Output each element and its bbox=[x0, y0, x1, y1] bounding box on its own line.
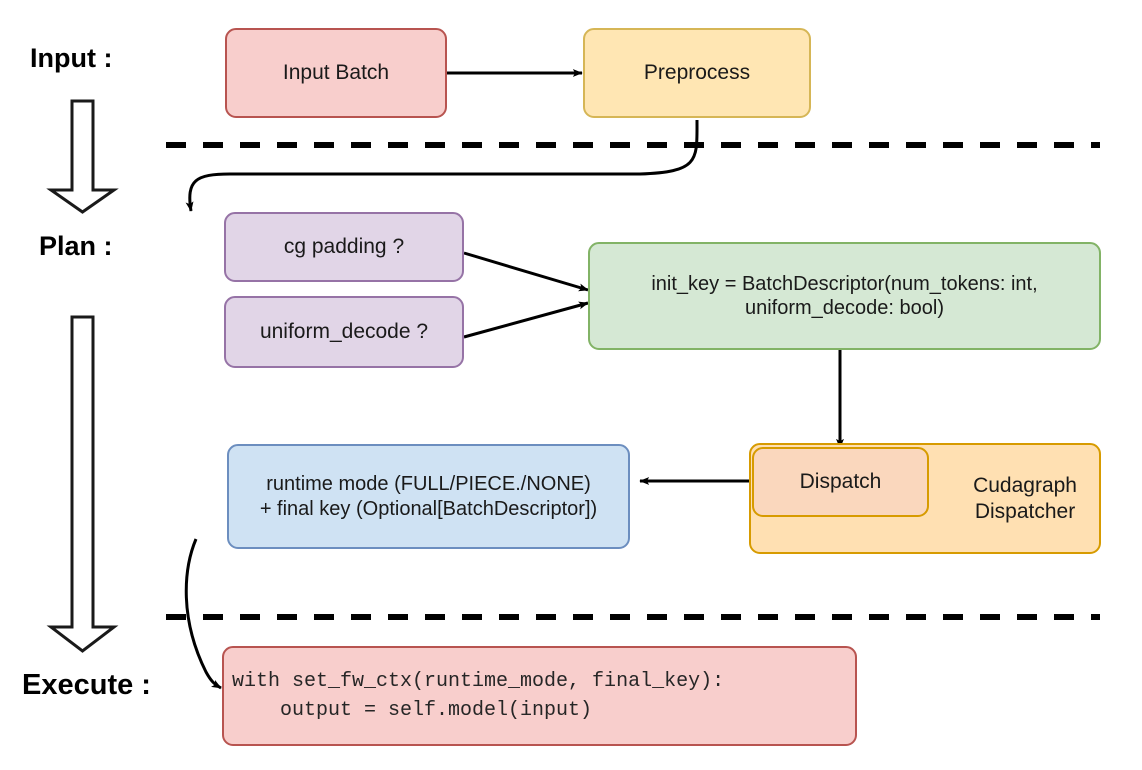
node-execute-code[interactable]: with set_fw_ctx(runtime_mode, final_key)… bbox=[222, 646, 857, 746]
stage-label-input: Input : bbox=[30, 43, 113, 73]
node-dispatch-label: Dispatch bbox=[799, 470, 882, 494]
node-preprocess-label: Preprocess bbox=[643, 61, 751, 85]
stage-arrow-input-to-plan bbox=[46, 99, 119, 214]
node-uniform-decode-label: uniform_decode ? bbox=[259, 320, 429, 344]
node-cudagraph-dispatcher-label: Cudagraph Dispatcher bbox=[973, 473, 1077, 523]
cg-padding-to-init-key bbox=[463, 251, 589, 292]
node-runtime-mode-label: runtime mode (FULL/PIECE./NONE) + final … bbox=[259, 473, 598, 520]
node-init-key-label: init_key = BatchDescriptor(num_tokens: i… bbox=[651, 272, 1038, 319]
runtime-mode-to-execute-code bbox=[184, 538, 222, 690]
node-cg-padding-label: cg padding ? bbox=[283, 235, 405, 259]
node-dispatch[interactable]: Dispatch bbox=[752, 447, 929, 517]
stage-label-plan: Plan : bbox=[39, 231, 113, 261]
node-uniform-decode[interactable]: uniform_decode ? bbox=[224, 296, 464, 368]
stage-arrow-plan-to-execute bbox=[46, 315, 119, 653]
stage-label-execute: Execute : bbox=[22, 669, 151, 701]
node-runtime-mode[interactable]: runtime mode (FULL/PIECE./NONE) + final … bbox=[227, 444, 630, 549]
node-input-batch-label: Input Batch bbox=[282, 61, 390, 85]
node-execute-code-text: with set_fw_ctx(runtime_mode, final_key)… bbox=[232, 670, 725, 722]
uniform-decode-to-init-key bbox=[463, 301, 589, 339]
node-cg-padding[interactable]: cg padding ? bbox=[224, 212, 464, 282]
preprocess-to-cg-padding bbox=[185, 119, 699, 212]
node-input-batch[interactable]: Input Batch bbox=[225, 28, 447, 118]
node-init-key[interactable]: init_key = BatchDescriptor(num_tokens: i… bbox=[588, 242, 1101, 350]
node-preprocess[interactable]: Preprocess bbox=[583, 28, 811, 118]
